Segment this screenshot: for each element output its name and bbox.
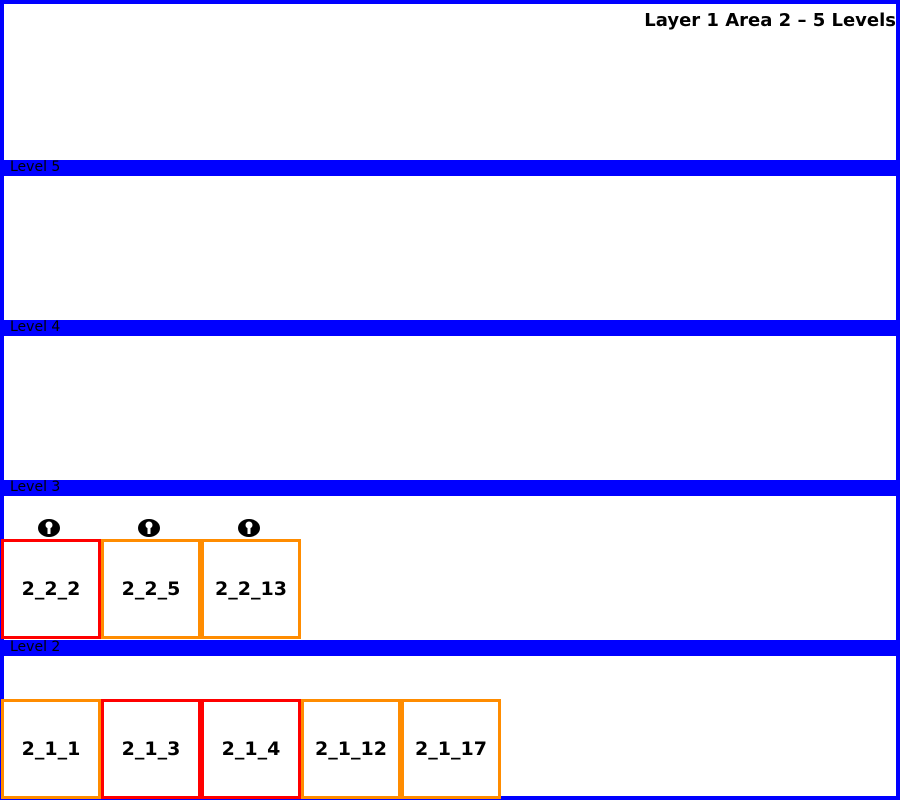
level-label-5: Level 5 — [10, 159, 61, 175]
page-title: Layer 1 Area 2 – 5 Levels — [644, 10, 896, 31]
level-bar-2: Level 2 — [4, 639, 896, 656]
slot-cell-2-1-3[interactable]: 2_1_3 — [101, 699, 201, 799]
level-label-4: Level 4 — [10, 319, 61, 335]
level-label-2: Level 2 — [10, 639, 61, 655]
slot-cell-2-2-5[interactable]: 2_2_5 — [101, 539, 201, 639]
level-label-3: Level 3 — [10, 479, 61, 495]
level-bar-5: Level 5 — [4, 159, 896, 176]
key-marker-icon[interactable] — [37, 518, 61, 538]
slot-cell-2-1-17[interactable]: 2_1_17 — [401, 699, 501, 799]
key-marker-icon[interactable] — [237, 518, 261, 538]
slot-cell-2-1-4[interactable]: 2_1_4 — [201, 699, 301, 799]
slot-cell-2-2-13[interactable]: 2_2_13 — [201, 539, 301, 639]
level-bar-4: Level 4 — [4, 319, 896, 336]
slot-cell-2-1-12[interactable]: 2_1_12 — [301, 699, 401, 799]
level-bar-3: Level 3 — [4, 479, 896, 496]
key-marker-icon[interactable] — [137, 518, 161, 538]
slot-cell-2-1-1[interactable]: 2_1_1 — [1, 699, 101, 799]
slot-cell-2-2-2[interactable]: 2_2_2 — [1, 539, 101, 639]
